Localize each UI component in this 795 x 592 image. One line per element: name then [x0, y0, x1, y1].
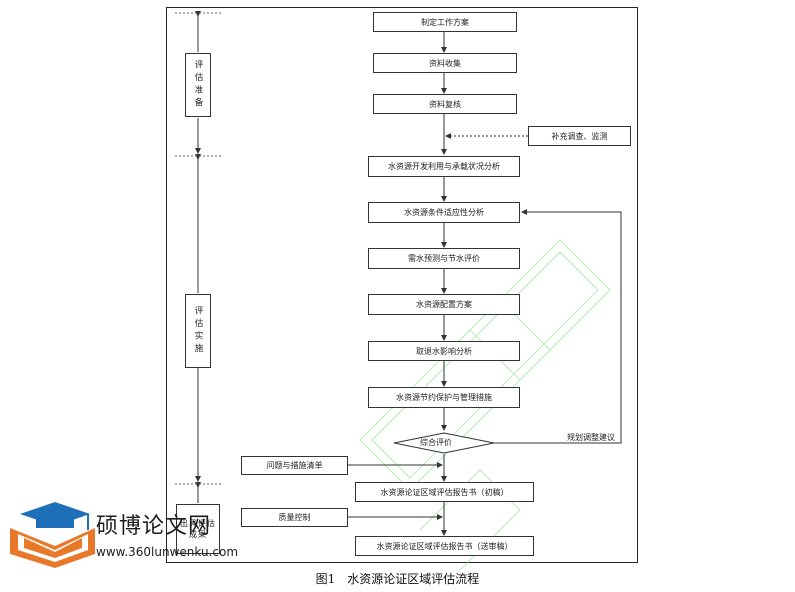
- step-withdrawal-impact: 取退水影响分析: [368, 341, 520, 361]
- step-report-review: 水资源论证区域评估报告书（送审稿）: [355, 536, 534, 556]
- diagram-frame: [166, 7, 638, 563]
- side-quality-control: 质量控制: [241, 508, 348, 527]
- decision-diamond: [393, 432, 495, 454]
- watermark-title: 硕博论文网: [96, 514, 212, 539]
- step-data-review: 资料复核: [373, 94, 517, 114]
- side-problem-list: 问题与措施清单: [241, 456, 348, 475]
- stage-implementation: 评估实施: [185, 294, 211, 368]
- step-demand-forecast: 需水预测与节水评价: [368, 248, 520, 269]
- step-allocation-plan: 水资源配置方案: [368, 294, 520, 315]
- site-logo-icon: [10, 502, 95, 568]
- decision-label: 综合评价: [420, 438, 452, 447]
- step-utilization-analysis: 水资源开发利用与承载状况分析: [368, 156, 520, 177]
- step-protection-measures: 水资源节约保护与管理措施: [368, 387, 520, 408]
- feedback-label: 规划调整建议: [567, 433, 615, 442]
- step-data-collection: 资料收集: [373, 53, 517, 73]
- figure-caption: 图1 水资源论证区域评估流程: [315, 572, 480, 586]
- stage-preparation: 评估准备: [185, 53, 211, 117]
- side-supplement-survey: 补充调查、监测: [528, 126, 631, 146]
- step-work-plan: 制定工作方案: [373, 12, 517, 32]
- arrow-feedback: [494, 209, 622, 444]
- stage-output: 出具评估成果: [176, 504, 220, 554]
- step-report-draft: 水资源论证区域评估报告书（初稿）: [355, 482, 534, 502]
- watermark-url: www.360lunwenku.com: [96, 545, 239, 559]
- step-adaptability-analysis: 水资源条件适应性分析: [368, 202, 520, 223]
